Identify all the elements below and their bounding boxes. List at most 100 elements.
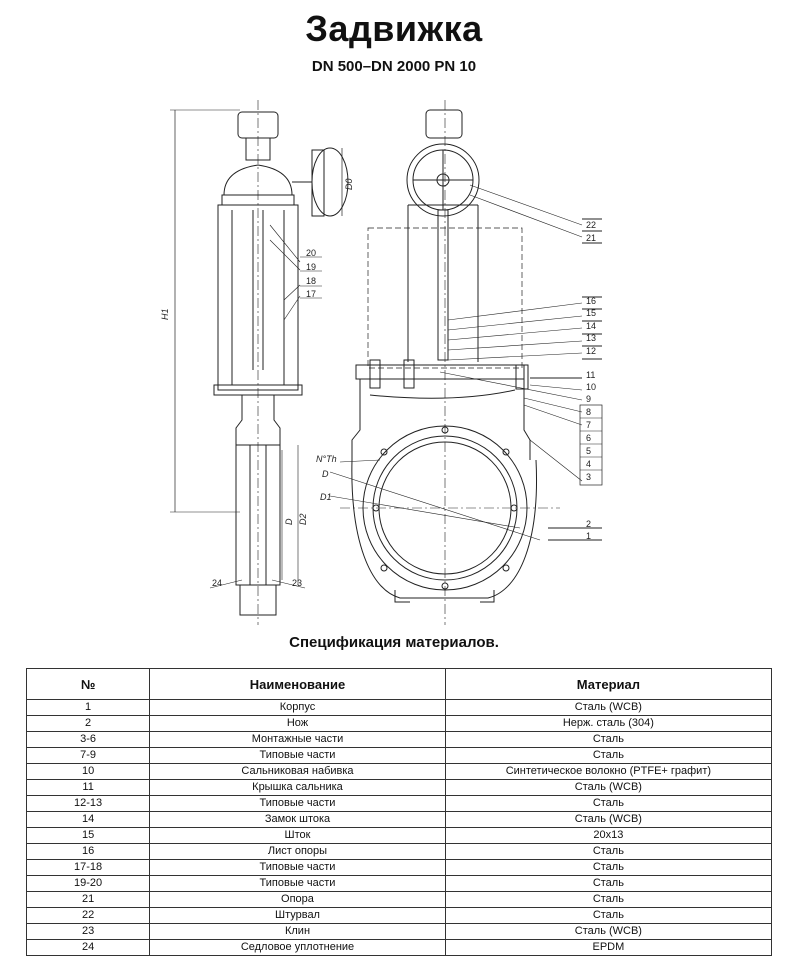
cell-num: 19-20 — [25, 875, 151, 892]
cell-material: Сталь — [444, 843, 773, 860]
callout-number: 16 — [586, 296, 596, 306]
cell-name: Седловое уплотнение — [149, 939, 446, 956]
spec-title: Спецификация материалов. — [289, 634, 499, 651]
callout-number: 13 — [586, 333, 596, 343]
cell-name: Клин — [149, 923, 446, 940]
header-material: Материал — [444, 668, 773, 700]
cell-name: Корпус — [149, 699, 446, 716]
cell-name: Лист опоры — [149, 843, 446, 860]
valve-technical-drawing: H1 D0 D D2 N°Th D D1 20 19 18 17 24 23 2… — [160, 100, 603, 625]
cell-material: EPDM — [444, 939, 773, 956]
cell-num: 23 — [25, 923, 151, 940]
callout-number: 6 — [586, 433, 591, 443]
cell-num: 15 — [25, 827, 151, 844]
cell-name: Типовые части — [149, 859, 446, 876]
side-view — [170, 100, 349, 625]
cell-num: 11 — [25, 779, 151, 796]
callout-number: 9 — [586, 394, 591, 404]
callout-number: 11 — [586, 370, 595, 380]
cell-name: Монтажные части — [149, 731, 446, 748]
cell-name: Типовые части — [149, 795, 446, 812]
front-view — [329, 100, 603, 625]
cell-num: 2 — [25, 715, 151, 732]
callout-number: 8 — [586, 407, 591, 417]
h1-label: H1 — [160, 308, 170, 320]
callout-number: 12 — [586, 346, 596, 356]
header-name: Наименование — [149, 668, 446, 700]
cell-name: Штурвал — [149, 907, 446, 924]
table-header-row: № Наименование Материал — [25, 668, 773, 700]
cell-name: Замок штока — [149, 811, 446, 828]
callout-number: 18 — [306, 276, 316, 286]
d1-label: D1 — [320, 492, 332, 502]
right-callouts: 22 21 16 15 14 13 12 11 10 9 8 7 6 5 4 3… — [586, 220, 596, 541]
cell-num: 16 — [25, 843, 151, 860]
cell-name: Опора — [149, 891, 446, 908]
callout-number: 23 — [292, 578, 302, 588]
callout-number: 4 — [586, 459, 591, 469]
page-title: Задвижка — [305, 8, 483, 49]
cell-num: 14 — [25, 811, 151, 828]
cell-material: Сталь (WCB) — [444, 923, 773, 940]
callout-number: 10 — [586, 382, 596, 392]
cell-material: Сталь — [444, 731, 773, 748]
cell-num: 10 — [25, 763, 151, 780]
cell-material: Сталь — [444, 891, 773, 908]
cell-num: 1 — [25, 699, 151, 716]
left-callouts: 20 19 18 17 24 23 — [212, 248, 316, 588]
cell-material: Сталь — [444, 795, 773, 812]
cell-material: Сталь — [444, 875, 773, 892]
callout-number: 15 — [586, 308, 596, 318]
cell-material: Сталь — [444, 907, 773, 924]
cell-material: Сталь (WCB) — [444, 779, 773, 796]
d0-label: D0 — [344, 178, 354, 190]
cell-name: Крышка сальника — [149, 779, 446, 796]
cell-num: 12-13 — [25, 795, 151, 812]
holes-label: N°Th — [316, 454, 337, 464]
cell-material: Нерж. сталь (304) — [444, 715, 773, 732]
callout-number: 2 — [586, 519, 591, 529]
d2-label: D2 — [298, 513, 308, 525]
d-label-left: D — [284, 518, 294, 525]
cell-material: Синтетическое волокно (PTFE+ графит) — [444, 763, 773, 780]
cell-num: 3-6 — [25, 731, 151, 748]
cell-material: Сталь (WCB) — [444, 699, 773, 716]
cell-num: 7-9 — [25, 747, 151, 764]
callout-number: 5 — [586, 446, 591, 456]
callout-number: 24 — [212, 578, 222, 588]
cell-num: 21 — [25, 891, 151, 908]
cell-name: Нож — [149, 715, 446, 732]
cell-num: 17-18 — [25, 859, 151, 876]
cell-material: Сталь (WCB) — [444, 811, 773, 828]
cell-material: 20x13 — [444, 827, 773, 844]
callout-number: 20 — [306, 248, 316, 258]
callout-number: 22 — [586, 220, 596, 230]
d-label-right: D — [322, 469, 329, 479]
callout-number: 19 — [306, 262, 316, 272]
cell-material: Сталь — [444, 859, 773, 876]
cell-material: Сталь — [444, 747, 773, 764]
header-num: № — [25, 668, 151, 700]
cell-name: Типовые части — [149, 747, 446, 764]
callout-number: 17 — [306, 289, 316, 299]
cell-num: 22 — [25, 907, 151, 924]
page-subtitle: DN 500–DN 2000 PN 10 — [311, 58, 477, 75]
cell-name: Типовые части — [149, 875, 446, 892]
callout-number: 1 — [586, 531, 591, 541]
callout-number: 3 — [586, 472, 591, 482]
